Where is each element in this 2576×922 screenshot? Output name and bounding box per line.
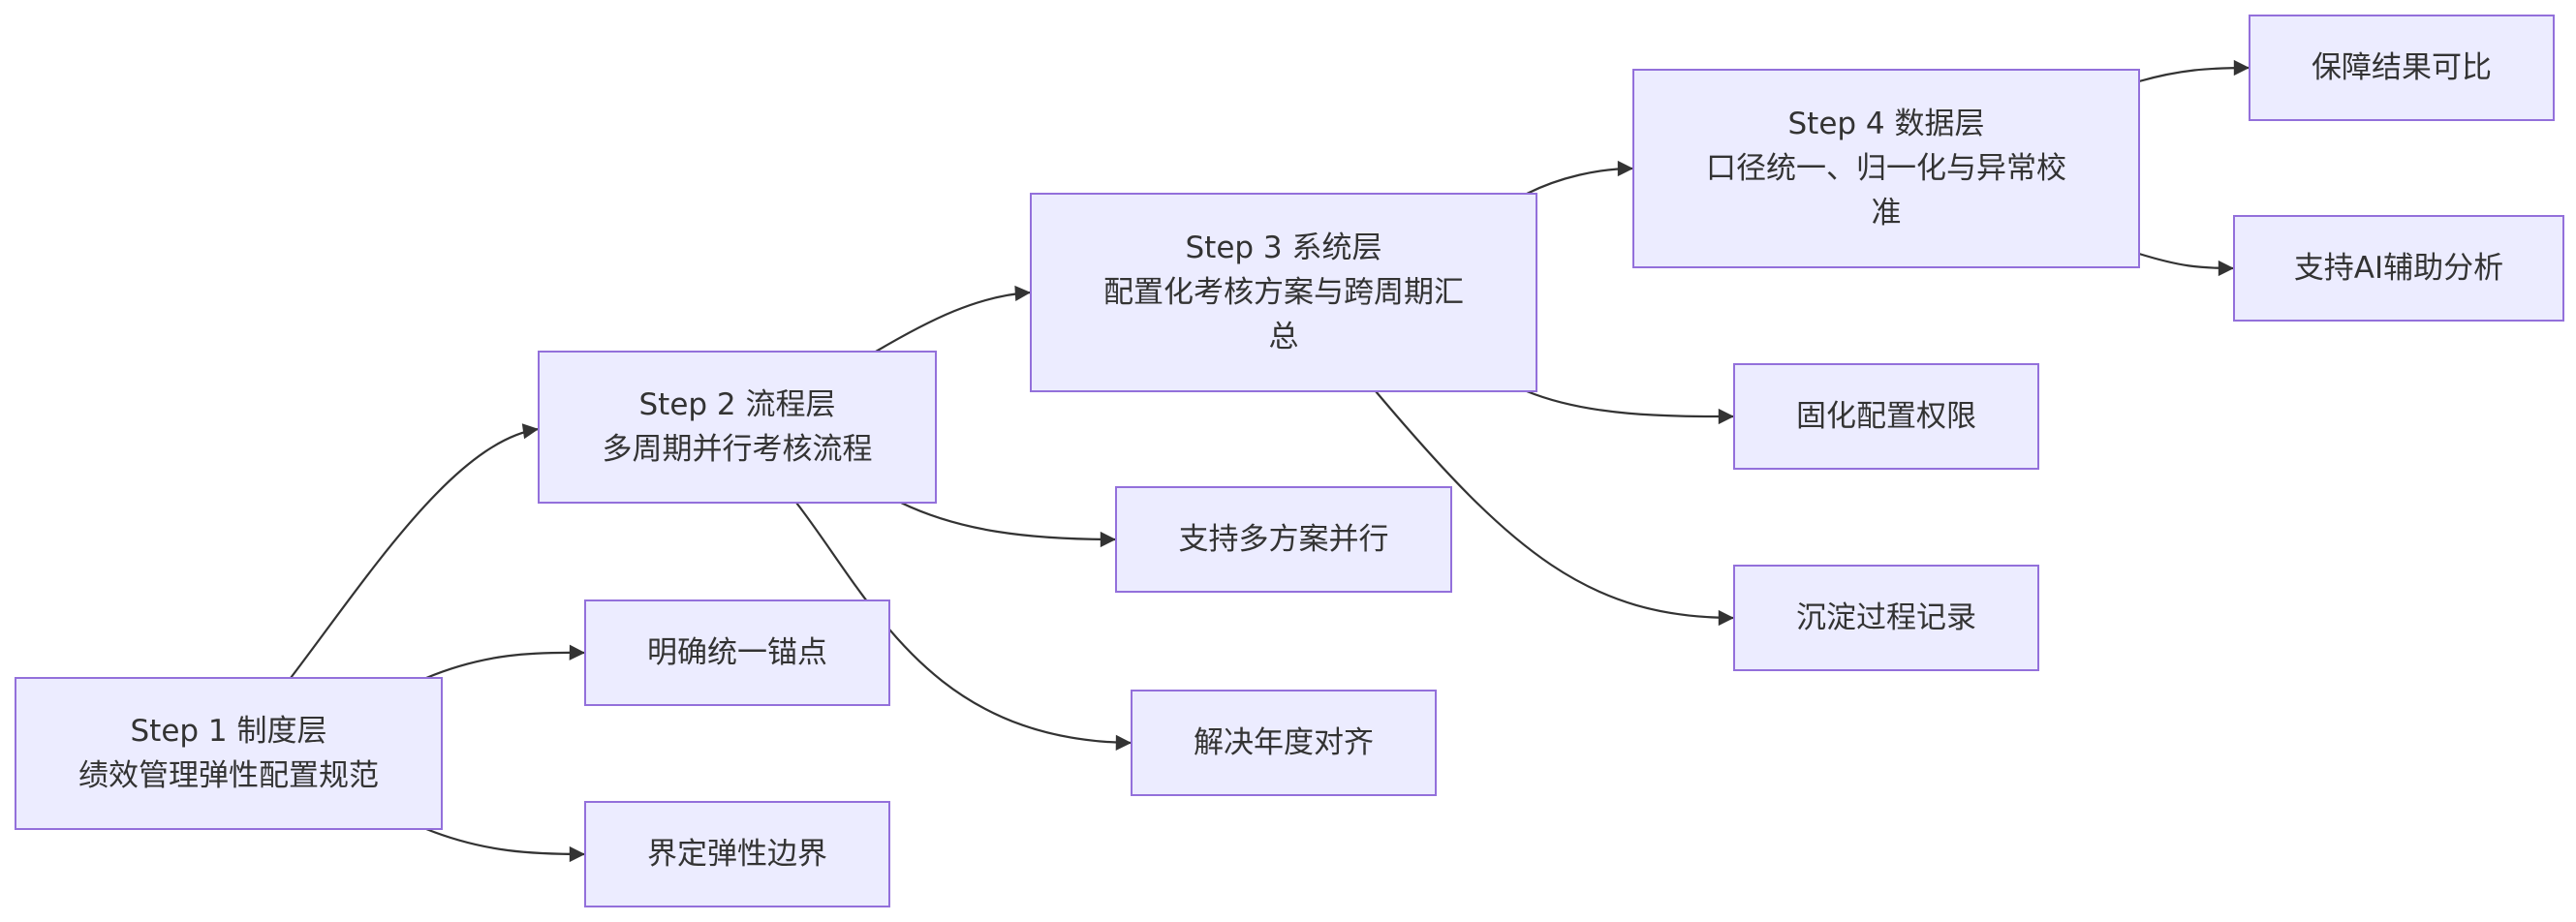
node-box [1733, 565, 2039, 671]
node-label-line: Step 3 系统层 [1185, 230, 1381, 265]
node-s3b[interactable]: 沉淀过程记录 [1733, 565, 2039, 671]
node-label-line: 明确统一锚点 [647, 635, 827, 670]
node-label-line: 解决年度对齐 [1194, 725, 1374, 760]
node-box [1030, 193, 1537, 392]
node-s4a[interactable]: 保障结果可比 [2249, 15, 2555, 121]
edge-s1-to-s2 [290, 423, 540, 679]
node-box [2249, 15, 2555, 121]
node-label-line: Step 4 数据层 [1787, 107, 1984, 141]
node-box [584, 599, 890, 706]
node-label-line: Step 2 流程层 [638, 387, 835, 422]
edges-layer [290, 59, 2250, 863]
node-box [2233, 215, 2564, 322]
node-box [15, 677, 443, 830]
edge-s3-to-s3a [1526, 389, 1735, 425]
node-label-line: 固化配置权限 [1796, 399, 1976, 434]
edge-s2-to-s3 [875, 285, 1032, 353]
edge-s1-to-s1b [425, 827, 586, 863]
node-s2a[interactable]: 支持多方案并行 [1115, 486, 1452, 593]
node-s4b[interactable]: 支持AI辅助分析 [2233, 215, 2564, 322]
node-label-line: 配置化考核方案与跨周期汇 [1103, 275, 1464, 310]
node-s2b[interactable]: 解决年度对齐 [1131, 690, 1437, 796]
edge-s2-to-s2b [795, 502, 1133, 751]
edge-s3-to-s3b [1375, 390, 1735, 627]
edge-s4-to-s4a [2138, 59, 2250, 83]
node-label-line: 绩效管理弹性配置规范 [78, 758, 379, 793]
node-label-line: 口径统一、归一化与异常校 [1706, 151, 2066, 186]
edge-s1-to-s1a [425, 644, 586, 680]
edge-s2-to-s2a [900, 502, 1117, 548]
node-box [1632, 69, 2140, 268]
node-box [1131, 690, 1437, 796]
node-box [584, 801, 890, 907]
node-label-line: 界定弹性边界 [647, 837, 827, 872]
node-s1a[interactable]: 明确统一锚点 [584, 599, 890, 706]
node-s3a[interactable]: 固化配置权限 [1733, 363, 2039, 470]
node-label-line: 保障结果可比 [2312, 50, 2492, 85]
node-label-line: 沉淀过程记录 [1796, 600, 1976, 635]
node-label-line: 支持AI辅助分析 [2294, 251, 2503, 286]
edge-s3-to-s4 [1526, 160, 1634, 195]
node-label-line: Step 1 制度层 [130, 714, 326, 749]
node-label-line: 准 [1872, 196, 1902, 230]
node-s1b[interactable]: 界定弹性边界 [584, 801, 890, 907]
node-label-line: 支持多方案并行 [1179, 522, 1389, 557]
edge-s4-to-s4b [2138, 252, 2235, 277]
node-box [1115, 486, 1452, 593]
node-box [538, 351, 937, 504]
node-label-line: 多周期并行考核流程 [603, 432, 873, 467]
node-box [1733, 363, 2039, 470]
node-label-line: 总 [1269, 320, 1299, 354]
